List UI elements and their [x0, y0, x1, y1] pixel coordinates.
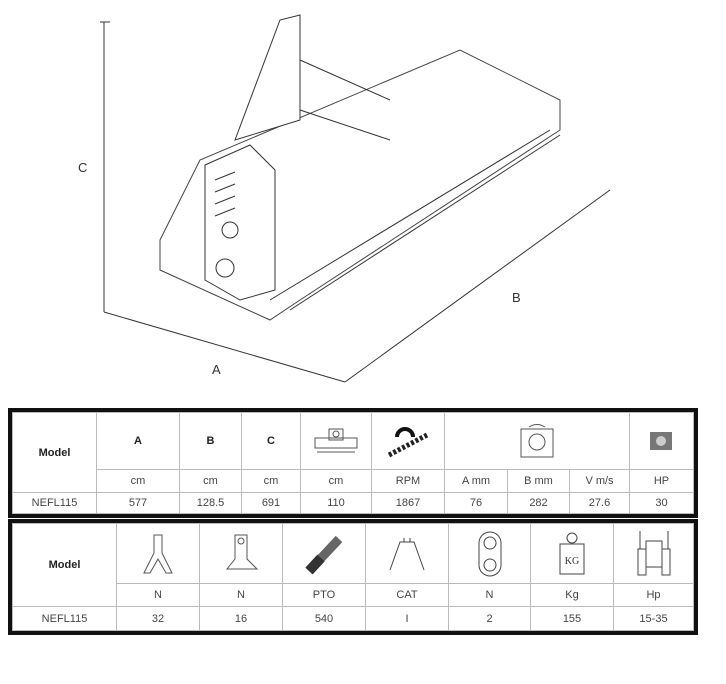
- value-cell: 1867: [371, 492, 445, 514]
- header-b: B: [179, 412, 242, 470]
- spec-table-1: Model A B C cm cm cm cm RPM A mm B mm V …: [8, 408, 698, 518]
- value-cell: 110: [300, 492, 372, 514]
- unit-cell: HP: [629, 469, 694, 493]
- belt-pulley-icon: [448, 523, 531, 584]
- header-c: C: [241, 412, 301, 470]
- unit-cell: PTO: [282, 583, 366, 607]
- unit-cell: B mm: [507, 469, 570, 493]
- dimension-a-label: A: [212, 362, 221, 377]
- value-cell: 2: [448, 606, 531, 631]
- unit-cell: Hp: [613, 583, 694, 607]
- unit-cell: cm: [96, 469, 180, 493]
- rotor-rpm-icon: [371, 412, 445, 470]
- unit-cell: N: [199, 583, 283, 607]
- model-cell: NEFL115: [12, 606, 117, 631]
- value-cell: 691: [241, 492, 301, 514]
- pto-shaft-icon: [282, 523, 366, 584]
- model-header: Model: [12, 412, 97, 493]
- svg-text:KG: KG: [565, 556, 579, 567]
- hammer-blade-icon: [199, 523, 283, 584]
- dimension-b-label: B: [512, 290, 521, 305]
- hitch-category-icon: [365, 523, 449, 584]
- value-cell: 577: [96, 492, 180, 514]
- unit-cell: CAT: [365, 583, 449, 607]
- value-cell: 76: [444, 492, 508, 514]
- blade-dimensions-icon: [443, 412, 631, 470]
- model-cell: NEFL115: [12, 492, 97, 514]
- unit-cell: cm: [241, 469, 301, 493]
- value-cell: I: [365, 606, 449, 631]
- table-row: NEFL115 32 16 540 I 2 155 15-35: [12, 606, 694, 631]
- unit-cell: RPM: [371, 469, 445, 493]
- value-cell: 128.5: [179, 492, 242, 514]
- weight-kg-icon: KG: [530, 523, 614, 584]
- value-cell: 30: [629, 492, 694, 514]
- dimension-c-label: C: [78, 160, 88, 175]
- model-header: Model: [12, 523, 117, 607]
- cutting-width-icon: [300, 412, 372, 470]
- value-cell: 27.6: [568, 492, 631, 514]
- tractor-icon: [613, 523, 694, 584]
- value-cell: 282: [507, 492, 570, 514]
- unit-cell: V m/s: [568, 469, 631, 493]
- header-a: A: [96, 412, 180, 470]
- unit-cell: N: [116, 583, 200, 607]
- unit-cell: cm: [300, 469, 372, 493]
- value-cell: 15-35: [613, 606, 694, 631]
- gearbox-icon: [629, 412, 694, 470]
- value-cell: 540: [282, 606, 366, 631]
- unit-cell: N: [448, 583, 531, 607]
- unit-cell: cm: [179, 469, 242, 493]
- spec-table-2: Model KG N N PTO CAT N Kg Hp NEFL115 32 …: [8, 519, 698, 635]
- value-cell: 155: [530, 606, 614, 631]
- value-cell: 16: [199, 606, 283, 631]
- y-blade-icon: [116, 523, 200, 584]
- flail-mower-drawing: C B A: [78, 14, 611, 383]
- unit-cell: Kg: [530, 583, 614, 607]
- value-cell: 32: [116, 606, 200, 631]
- unit-cell: A mm: [444, 469, 508, 493]
- table-row: NEFL115 577 128.5 691 110 1867 76 282 27…: [12, 492, 694, 514]
